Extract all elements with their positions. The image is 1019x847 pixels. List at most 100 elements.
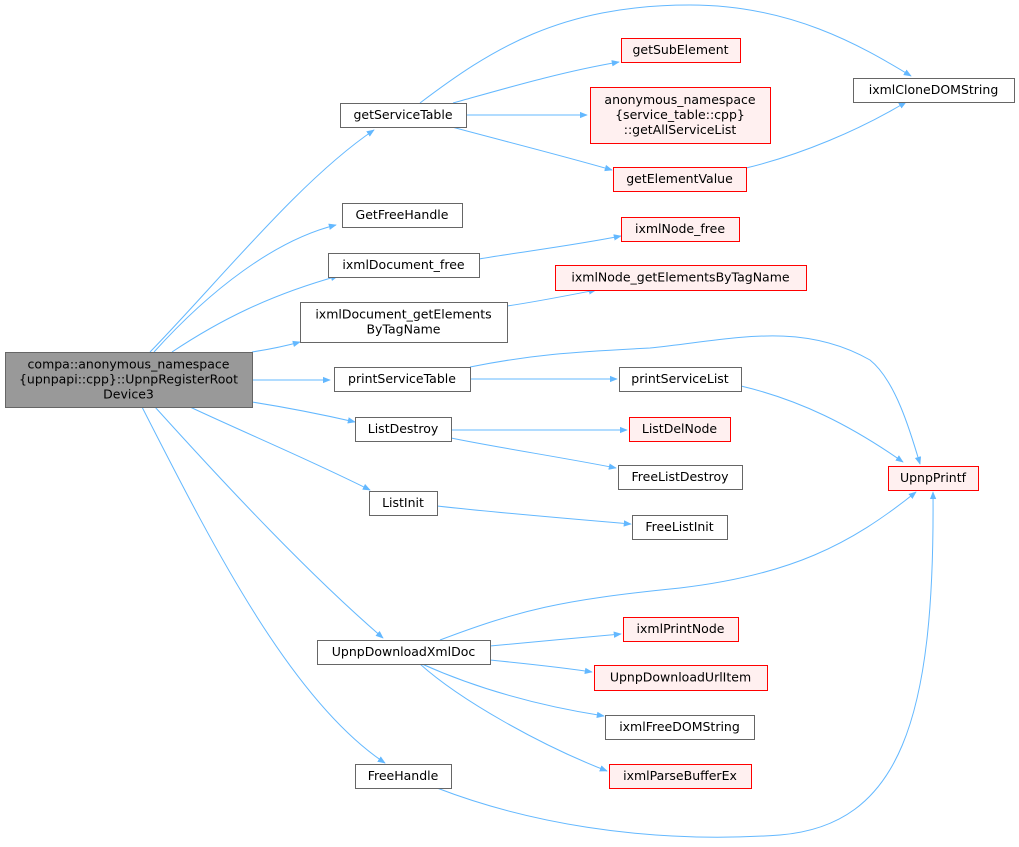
nodes-layer: compa::anonymous_namespace{upnpapi::cpp}…: [5, 38, 1015, 789]
edge-UpnpDownloadXmlDoc-to-UpnpPrintf: [439, 491, 917, 641]
node-label: UpnpDownloadXmlDoc: [332, 644, 476, 659]
node-label: compa::anonymous_namespace: [28, 357, 230, 372]
node-box: [355, 417, 452, 442]
node-label: ixmlFreeDOMString: [619, 719, 740, 734]
edge-printServiceList-to-UpnpPrintf: [740, 385, 904, 463]
node-box: [853, 78, 1015, 103]
node-label: ListInit: [382, 495, 424, 510]
node-ixmlDocument_getElementsByTagName[interactable]: ixmlDocument_getElementsByTagName: [300, 302, 508, 343]
node-ixmlNode_getElementsByTagName[interactable]: ixmlNode_getElementsByTagName: [555, 265, 807, 291]
node-ListDelNode[interactable]: ListDelNode: [629, 417, 731, 442]
node-getSubElement[interactable]: getSubElement: [621, 38, 741, 63]
node-ixmlDocument_free[interactable]: ixmlDocument_free: [328, 253, 480, 278]
edge-root-to-ixmlDocument_free: [171, 274, 339, 353]
node-box: [340, 103, 467, 128]
edge-printServiceTable-to-UpnpPrintf: [469, 335, 922, 465]
node-box: [342, 203, 463, 228]
node-box: [621, 217, 740, 242]
edge-root-to-UpnpDownloadXmlDoc: [154, 406, 384, 639]
node-box: [590, 87, 771, 144]
node-label: ::getAllServiceList: [624, 122, 737, 137]
node-GetFreeHandle[interactable]: GetFreeHandle: [342, 203, 463, 228]
node-label: ixmlNode_getElementsByTagName: [571, 270, 790, 285]
node-box: [369, 491, 438, 516]
node-label: ixmlDocument_getElements: [315, 307, 491, 322]
node-getServiceTable[interactable]: getServiceTable: [340, 103, 467, 128]
node-label: printServiceTable: [348, 371, 456, 386]
node-label: FreeHandle: [368, 768, 439, 783]
node-label: getElementValue: [626, 171, 733, 186]
edge-getServiceTable-to-ixmlCloneDOMString: [419, 4, 912, 104]
node-label: anonymous_namespace: [604, 92, 755, 107]
node-label: ixmlDocument_free: [342, 257, 464, 272]
node-box: [613, 167, 747, 192]
node-label: printServiceList: [631, 371, 729, 386]
node-box: [623, 617, 739, 642]
edge-FreeHandle-to-UpnpPrintf: [436, 491, 937, 838]
edge-getServiceTable-to-getElementValue: [451, 126, 613, 172]
node-ixmlFreeDOMString[interactable]: ixmlFreeDOMString: [605, 715, 755, 740]
edge-root-to-GetFreeHandle: [153, 223, 337, 353]
edge-UpnpDownloadXmlDoc-to-ixmlPrintNode: [489, 631, 622, 647]
node-box: [555, 265, 807, 291]
node-box: [355, 764, 452, 789]
node-label: ByTagName: [366, 322, 440, 337]
node-ListInit[interactable]: ListInit: [369, 491, 438, 516]
node-box: [594, 665, 768, 691]
edge-UpnpDownloadXmlDoc-to-ixmlFreeDOMString: [421, 663, 605, 719]
node-ixmlPrintNode[interactable]: ixmlPrintNode: [623, 617, 739, 642]
node-box: [334, 367, 471, 392]
node-label: GetFreeHandle: [356, 207, 449, 222]
node-label: ixmlNode_free: [635, 221, 725, 236]
node-label: FreeListDestroy: [631, 469, 729, 484]
node-box: [300, 302, 508, 343]
node-label: getSubElement: [632, 42, 728, 57]
edge-getElementValue-to-ixmlCloneDOMString: [745, 101, 907, 169]
node-label: ListDestroy: [368, 421, 439, 436]
node-ixmlNode_free[interactable]: ixmlNode_free: [621, 217, 740, 242]
edge-root-to-ListInit: [189, 406, 371, 491]
node-root[interactable]: compa::anonymous_namespace{upnpapi::cpp}…: [5, 352, 253, 408]
node-UpnpPrintf[interactable]: UpnpPrintf: [888, 466, 979, 491]
node-label: UpnpDownloadUrlItem: [610, 670, 751, 685]
node-label: {service_table::cpp}: [615, 107, 745, 122]
edge-root-to-getServiceTable: [149, 129, 375, 353]
node-getAllServiceList[interactable]: anonymous_namespace{service_table::cpp}:…: [590, 87, 771, 144]
edge-UpnpDownloadXmlDoc-to-UpnpDownloadUrlItem: [489, 659, 593, 675]
node-box: [609, 764, 752, 789]
node-printServiceTable[interactable]: printServiceTable: [334, 367, 471, 392]
edge-getServiceTable-to-getSubElement: [452, 60, 620, 104]
edge-ixmlDocument_free-to-ixmlNode_free: [478, 234, 622, 260]
node-label: ixmlPrintNode: [637, 621, 725, 636]
node-UpnpDownloadUrlItem[interactable]: UpnpDownloadUrlItem: [594, 665, 768, 691]
node-ListDestroy[interactable]: ListDestroy: [355, 417, 452, 442]
edge-ixmlDocument_getElementsByTagName-to-ixmlNode_getElementsByTagName: [506, 288, 597, 307]
node-label: ixmlParseBufferEx: [623, 768, 737, 783]
node-box: [605, 715, 755, 740]
node-box: [629, 417, 731, 442]
node-label: ListDelNode: [642, 421, 718, 436]
edge-ListDestroy-to-FreeListDestroy: [450, 437, 617, 470]
node-box: [621, 38, 741, 63]
node-ixmlCloneDOMString[interactable]: ixmlCloneDOMString: [853, 78, 1015, 103]
node-label: getServiceTable: [353, 107, 452, 122]
node-FreeHandle[interactable]: FreeHandle: [355, 764, 452, 789]
node-box: [328, 253, 480, 278]
node-label: UpnpPrintf: [900, 470, 967, 485]
node-UpnpDownloadXmlDoc[interactable]: UpnpDownloadXmlDoc: [317, 640, 491, 665]
node-box: [5, 352, 253, 408]
node-box: [317, 640, 491, 665]
edges-layer: [141, 4, 937, 838]
edge-ListInit-to-FreeListInit: [436, 505, 632, 527]
node-label: Device3: [103, 387, 154, 402]
node-box: [632, 515, 728, 540]
node-ixmlParseBufferEx[interactable]: ixmlParseBufferEx: [609, 764, 752, 789]
node-FreeListDestroy[interactable]: FreeListDestroy: [618, 465, 743, 490]
node-getElementValue[interactable]: getElementValue: [613, 167, 747, 192]
node-printServiceList[interactable]: printServiceList: [619, 367, 742, 392]
node-label: {upnpapi::cpp}::UpnpRegisterRoot: [19, 372, 238, 387]
node-box: [619, 367, 742, 392]
edge-root-to-FreeHandle: [141, 406, 386, 764]
node-FreeListInit[interactable]: FreeListInit: [632, 515, 728, 540]
